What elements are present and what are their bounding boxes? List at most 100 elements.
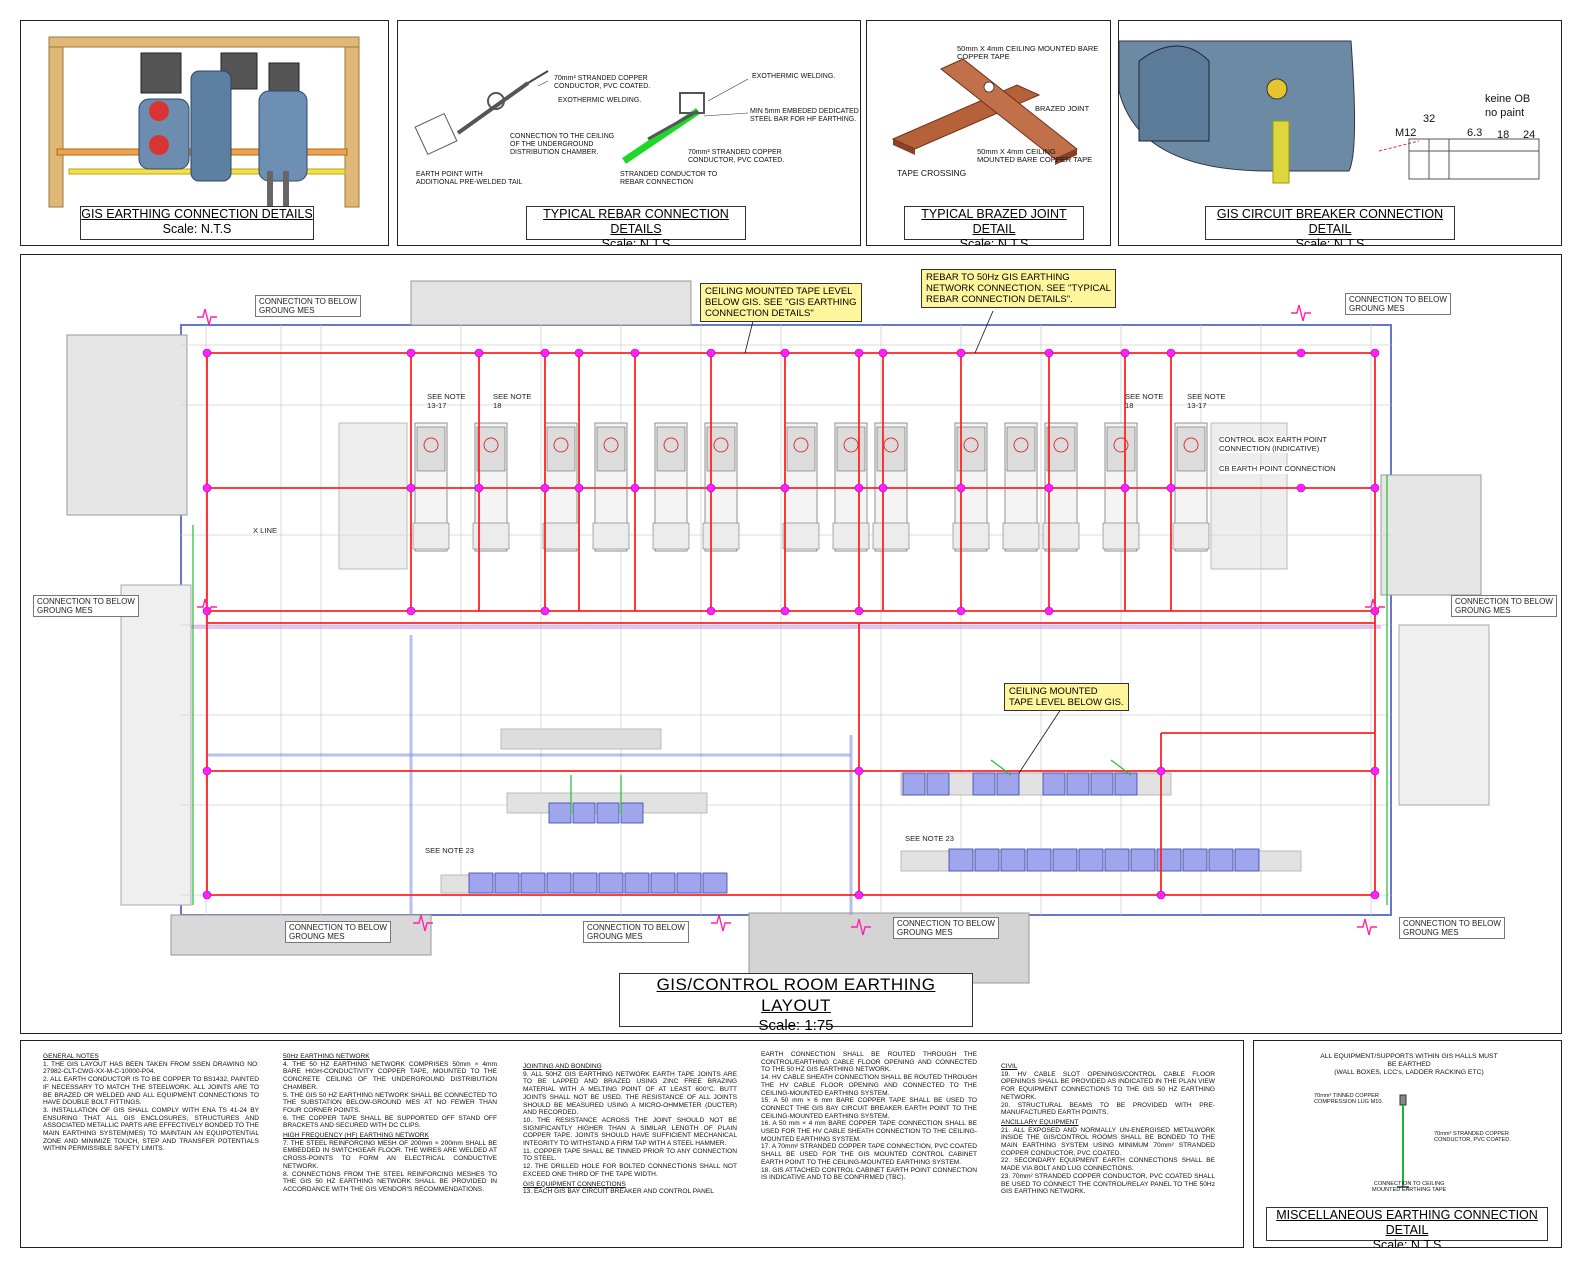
detail-title: TYPICAL BRAZED JOINT DETAIL bbox=[921, 207, 1067, 236]
gis-bay-base bbox=[652, 522, 690, 550]
gis-bay-cabinet bbox=[1106, 426, 1136, 472]
detail-title-box: TYPICAL BRAZED JOINT DETAIL Scale: N.T.S bbox=[904, 206, 1084, 245]
earth-node bbox=[574, 483, 584, 493]
plan-note-cb-point: CB EARTH POINT CONNECTION bbox=[1219, 464, 1336, 474]
notes-heading: 50Hz EARTHING NETWORK bbox=[283, 1053, 370, 1060]
misc-label-conductor: 70mm² STRANDED COPPER CONDUCTOR, PVC COA… bbox=[1434, 1131, 1511, 1144]
misc-heading: ALL EQUIPMENT/SUPPORTS WITHIN GIS HALLS … bbox=[1320, 1053, 1498, 1076]
relay-panel bbox=[1026, 848, 1052, 872]
detail-title: GIS CIRCUIT BREAKER CONNECTION DETAIL bbox=[1216, 207, 1444, 236]
gis-bay-cabinet bbox=[546, 426, 576, 472]
gis-bay-cabinet bbox=[786, 426, 816, 472]
earth-node bbox=[630, 483, 640, 493]
earth-node bbox=[1166, 483, 1176, 493]
relay-panel bbox=[1000, 848, 1026, 872]
gis-bay-base bbox=[542, 522, 580, 550]
note-item: 3. INSTALLATION OF GIS SHALL COMPLY WITH… bbox=[43, 1106, 259, 1153]
rebar-label-steel-bar: MIN 5mm EMBEDED DEDICATED STEEL BAR FOR … bbox=[750, 108, 859, 123]
notes-column-5: CIVIL 19. HV CABLE SLOT OPENINGS/CONTROL… bbox=[1001, 1061, 1215, 1196]
building-outline bbox=[180, 324, 1392, 916]
note-item: 17. A 70mm² STRANDED COPPER TAPE CONNECT… bbox=[761, 1143, 977, 1166]
earth-node bbox=[406, 348, 416, 358]
earth-node bbox=[780, 606, 790, 616]
plan-note-x-line: X LINE bbox=[253, 526, 278, 535]
notes-column-4: EARTH CONNECTION SHALL BE ROUTED THROUGH… bbox=[761, 1051, 977, 1182]
walkway-left bbox=[120, 584, 192, 906]
breaker-marker bbox=[793, 437, 809, 453]
relay-panel bbox=[1114, 772, 1138, 796]
breaker-marker bbox=[663, 437, 679, 453]
detail-scale: Scale: N.T.S bbox=[601, 237, 671, 246]
relay-panel bbox=[1234, 848, 1260, 872]
earth-node bbox=[854, 766, 864, 776]
breaker-marker bbox=[1053, 437, 1069, 453]
breaker-marker bbox=[1183, 437, 1199, 453]
earth-node bbox=[706, 483, 716, 493]
relay-panel bbox=[902, 772, 926, 796]
gis-bay-base bbox=[832, 522, 870, 550]
note-item: 8. CONNECTIONS FROM THE STEEL REINFORCIN… bbox=[283, 1170, 497, 1193]
detail-panel-gis-earthing: GIS EARTHING CONNECTION DETAILS Scale: N… bbox=[20, 20, 389, 246]
gis-bay-base bbox=[872, 522, 910, 550]
detail-title-box: GIS CIRCUIT BREAKER CONNECTION DETAIL Sc… bbox=[1205, 206, 1455, 245]
rebar-label-stranded: STRANDED CONDUCTOR TO REBAR CONNECTION bbox=[620, 171, 718, 186]
detail-scale: Scale: N.T.S bbox=[162, 222, 232, 236]
gis-bay-cabinet bbox=[1176, 426, 1206, 472]
earth-node bbox=[406, 483, 416, 493]
connection-symbol bbox=[197, 308, 217, 326]
note-item: 1. THE GIS LAYOUT HAS BEEN TAKEN FROM SS… bbox=[43, 1060, 259, 1076]
brazed-label-bottom: 50mm X 4mm CEILING MOUNTED BARE COPPER T… bbox=[977, 147, 1093, 164]
relay-panel bbox=[548, 802, 572, 824]
relay-panel bbox=[494, 872, 520, 894]
gis-bay-base bbox=[702, 522, 740, 550]
gis-bay-cabinet bbox=[416, 426, 446, 472]
earth-node bbox=[706, 348, 716, 358]
breaker-marker bbox=[963, 437, 979, 453]
connection-symbol bbox=[413, 914, 433, 932]
relay-panel bbox=[974, 848, 1000, 872]
connection-label: CONNECTION TO BELOW GROUNG MES bbox=[1451, 595, 1557, 617]
cb-label-32: 32 bbox=[1423, 113, 1436, 125]
layout-scale: Scale: 1:75 bbox=[758, 1017, 834, 1034]
stair-block bbox=[66, 334, 188, 516]
walkway-right bbox=[1398, 624, 1490, 806]
detail-scale: Scale: N.T.S bbox=[959, 237, 1029, 246]
earth-node bbox=[540, 606, 550, 616]
relay-panel bbox=[520, 872, 546, 894]
cb-label-18: 18 bbox=[1497, 129, 1510, 141]
gis-bay-base bbox=[782, 522, 820, 550]
stair-block bbox=[1380, 474, 1482, 596]
gis-bay-cabinet bbox=[476, 426, 506, 472]
plan-note-see-23: SEE NOTE 23 bbox=[425, 846, 474, 855]
earth-node bbox=[878, 348, 888, 358]
note-item: 6. THE COPPER TAPE SHALL BE SUPPORTED OF… bbox=[283, 1114, 497, 1130]
earth-node bbox=[1296, 483, 1306, 493]
earth-node bbox=[780, 483, 790, 493]
relay-panel bbox=[572, 802, 596, 824]
detail-title-box: TYPICAL REBAR CONNECTION DETAILS Scale: … bbox=[526, 206, 746, 245]
breaker-marker bbox=[553, 437, 569, 453]
misc-detail-illustration bbox=[1397, 1094, 1409, 1188]
detail-panel-cb: keine OB no paint M12 32 6.3 18 24 GIS C… bbox=[1118, 20, 1562, 246]
gis-bay-base bbox=[592, 522, 630, 550]
earth-node bbox=[1370, 890, 1380, 900]
note-item: 21. ALL EXPOSED AND NORMALLY UN-ENERGISE… bbox=[1001, 1126, 1215, 1157]
connection-label: CONNECTION TO BELOW GROUNG MES bbox=[893, 917, 999, 939]
earth-node bbox=[956, 483, 966, 493]
notes-heading: CIVIL bbox=[1001, 1063, 1018, 1070]
relay-panel bbox=[926, 772, 950, 796]
breaker-marker bbox=[843, 437, 859, 453]
earth-node bbox=[474, 483, 484, 493]
relay-panel bbox=[624, 872, 650, 894]
note-item: 9. ALL 50HZ GIS EARTHING NETWORK EARTH T… bbox=[523, 1070, 737, 1117]
notes-heading: JOINTING AND BONDING bbox=[523, 1063, 602, 1070]
earth-node bbox=[630, 348, 640, 358]
earth-node bbox=[706, 606, 716, 616]
layout-title: GIS/CONTROL ROOM EARTHING LAYOUT bbox=[656, 975, 936, 1015]
earth-node bbox=[202, 348, 212, 358]
note-item: 18. GIS ATTACHED CONTROL CABINET EARTH P… bbox=[761, 1166, 977, 1182]
breaker-marker bbox=[423, 437, 439, 453]
earth-node bbox=[780, 348, 790, 358]
cb-label-no-paint: no paint bbox=[1485, 107, 1525, 119]
misc-detail-panel: ALL EQUIPMENT/SUPPORTS WITHIN GIS HALLS … bbox=[1253, 1040, 1562, 1248]
